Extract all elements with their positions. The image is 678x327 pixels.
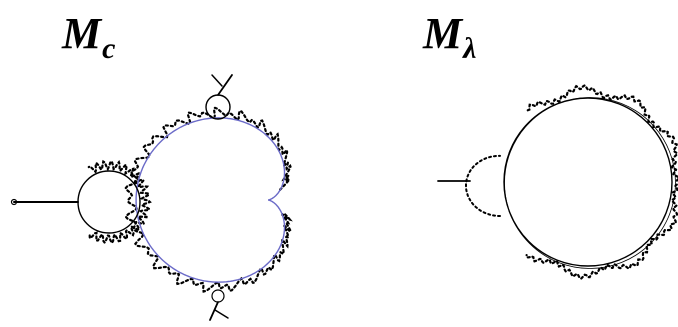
bottom-bulb	[212, 290, 224, 302]
mandelbrot-c-set	[12, 75, 291, 320]
top-antenna-branch	[212, 75, 222, 86]
mandelbrot-lambda-set	[438, 85, 678, 278]
lambda-left-bulb-fringe	[466, 156, 500, 216]
bottom-antenna-branch	[215, 310, 228, 318]
top-bulb	[206, 95, 230, 119]
lambda-circle-fringe	[527, 85, 678, 278]
period2-bulb	[78, 171, 140, 233]
main-cardioid	[136, 118, 284, 282]
